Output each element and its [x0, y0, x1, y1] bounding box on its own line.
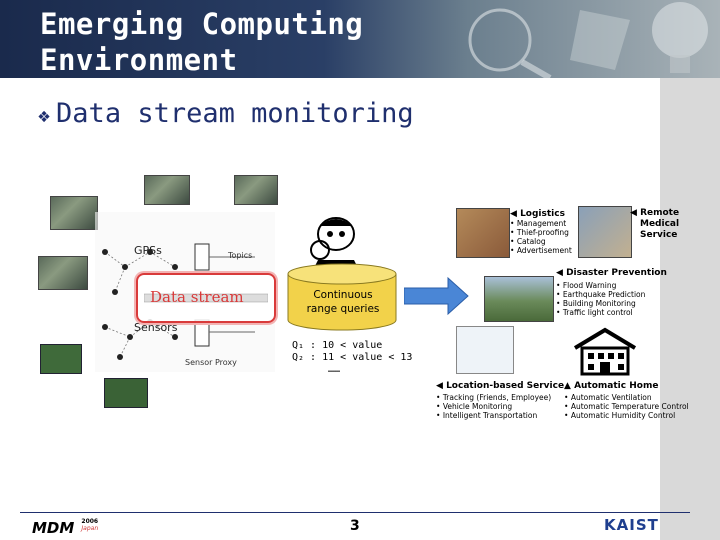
flood-photo	[484, 276, 554, 322]
disaster-title: ◀ Disaster Prevention	[556, 268, 667, 278]
slide-header: Emerging Computing Environment	[0, 0, 720, 78]
diamond-bullet-icon: ❖	[38, 103, 51, 127]
traffic-photo	[234, 175, 278, 205]
query-2: Q₂ : 11 < value < 13	[292, 352, 413, 363]
stream-tape-icon	[144, 293, 268, 303]
triangle-left-icon: ◀	[510, 209, 517, 219]
kaist-logo: KAIST	[604, 516, 659, 534]
person-with-magnifier-icon	[310, 217, 358, 268]
query-list: Q₁ : 10 < value Q₂ : 11 < value < 13 ……	[292, 340, 412, 376]
bullet-point: ❖Data stream monitoring	[38, 98, 414, 129]
triangle-up-icon: ▲	[564, 381, 571, 391]
sensor-board-icon	[104, 378, 148, 408]
query-cylinder-icon	[287, 263, 397, 331]
title-line-1: Emerging Computing	[40, 7, 364, 41]
sensor-board-icon	[40, 344, 82, 374]
house-icon	[573, 327, 637, 376]
header-decoration-icon	[468, 2, 708, 78]
data-stream-box: Data stream	[136, 273, 276, 323]
logistics-photo	[456, 208, 510, 258]
mdm-logo: MDM 2006 Japan	[32, 518, 99, 537]
home-title: ▲ Automatic Home	[564, 381, 659, 391]
sensor-proxy-label: Sensor Proxy	[185, 358, 237, 367]
home-items: • Automatic Ventilation • Automatic Temp…	[564, 393, 689, 420]
triangle-left-icon: ◀	[436, 381, 443, 391]
logistics-title: ◀ Logistics	[510, 209, 565, 219]
right-sidebar	[660, 78, 720, 540]
traffic-photo	[144, 175, 190, 205]
logistics-block: ◀ Logistics • Management • Thief-proofin…	[510, 209, 572, 255]
gpss-label: GPSs	[134, 244, 162, 257]
topics-label: Topics	[228, 251, 253, 260]
query-1: Q₁ : 10 < value	[292, 340, 383, 351]
footer-divider	[20, 512, 690, 513]
logistics-items: • Management • Thief-proofing • Catalog …	[510, 219, 572, 255]
bullet-text: Data stream monitoring	[56, 98, 414, 129]
location-title: ◀ Location-based Service	[436, 381, 565, 391]
slide-title: Emerging Computing Environment	[40, 6, 363, 78]
traffic-photo	[38, 256, 88, 290]
location-service-screenshot	[456, 326, 514, 374]
page-number: 3	[350, 518, 360, 534]
query-ellipsis: ……	[328, 364, 341, 375]
flow-arrow-icon	[404, 276, 469, 316]
location-items: • Tracking (Friends, Employee) • Vehicle…	[436, 393, 552, 420]
traffic-photo	[50, 196, 98, 230]
remote-medical-block: ◀ Remote Medical Service	[630, 208, 680, 240]
data-stream-label: Data stream	[150, 288, 244, 306]
triangle-left-icon: ◀	[556, 268, 563, 278]
cylinder-label: Continuous range queries	[306, 289, 380, 315]
disaster-items: • Flood Warning • Earthquake Prediction …	[556, 281, 646, 317]
medical-photo	[578, 206, 632, 258]
sensors-label: Sensors	[134, 321, 178, 334]
title-line-2: Environment	[40, 43, 238, 77]
triangle-left-icon: ◀	[630, 208, 637, 218]
